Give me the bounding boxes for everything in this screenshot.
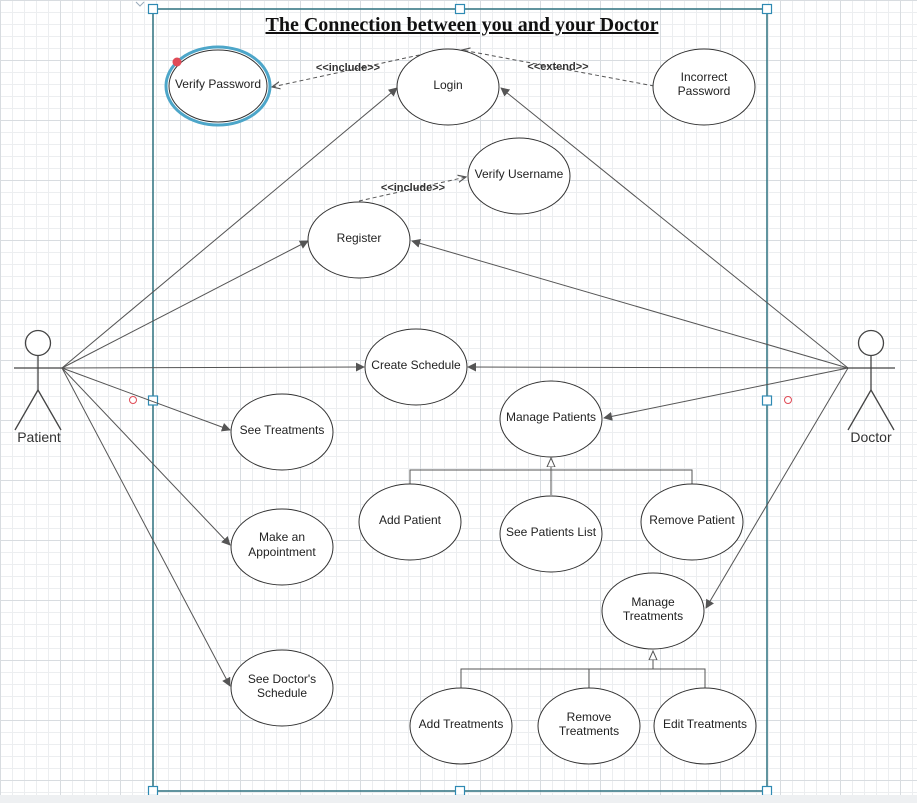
assoc-doctor-manage-treatments[interactable] (705, 367, 849, 609)
use-case-manage-patients[interactable]: Manage Patients (499, 380, 603, 458)
use-case-label-line-2: Password (678, 84, 731, 98)
use-case-register[interactable]: Register (307, 201, 411, 279)
assoc-patient-see-doctors-schedule[interactable] (61, 367, 231, 687)
selection-handles[interactable] (147, 3, 773, 796)
extend-label-incorrect: <<extend>> (527, 61, 588, 73)
actor-patient-label: Patient (17, 429, 61, 445)
connection-point-left[interactable] (129, 396, 137, 404)
anchor-icon (135, 1, 145, 7)
extend-incorrect-password-login[interactable] (462, 50, 655, 87)
assoc-patient-see-treatments[interactable] (61, 367, 231, 432)
use-case-label: Add Treatments (419, 717, 504, 731)
use-case-label: Verify Username (475, 167, 564, 181)
handle-bottom-left[interactable] (147, 785, 159, 796)
use-case-label: Login (433, 78, 462, 92)
use-case-add-treatments[interactable]: Add Treatments (409, 687, 513, 765)
use-case-label: See Patients List (506, 525, 597, 539)
use-case-label: Edit Treatments (663, 717, 747, 731)
use-case-see-doctors-schedule[interactable]: See Doctor's Schedule (230, 649, 334, 727)
use-case-label: Create Schedule (371, 358, 461, 372)
handle-top-right[interactable] (761, 3, 773, 15)
include-label-username: <<include>> (381, 182, 445, 194)
include-register-verify-username[interactable] (358, 177, 466, 202)
connection-point-right[interactable] (784, 396, 792, 404)
generalization-manage-patients (409, 458, 693, 495)
actor-patient-head (24, 329, 52, 357)
gen-edit-treatments[interactable] (653, 668, 706, 688)
diagram-title[interactable]: The Connection between you and your Doct… (266, 14, 659, 36)
handle-top-left[interactable] (147, 3, 159, 15)
use-case-label: Manage Patients (506, 410, 596, 424)
use-case-label: Make an (259, 530, 305, 544)
use-case-incorrect-password[interactable]: Incorrect Password (652, 48, 756, 126)
assoc-doctor-manage-patients[interactable] (603, 367, 849, 421)
actor-doctor-label: Doctor (850, 429, 892, 445)
use-case-label-line-2: Appointment (248, 545, 316, 559)
generalization-manage-treatments (460, 651, 706, 688)
use-case-label: Register (337, 231, 382, 245)
use-case-label-line-2: Treatments (623, 609, 683, 623)
use-case-login[interactable]: Login (396, 48, 500, 126)
use-case-edit-treatments[interactable]: Edit Treatments (653, 687, 757, 765)
use-case-remove-treatments[interactable]: Remove Treatments (537, 687, 641, 765)
handle-middle-right[interactable] (761, 395, 773, 406)
use-case-create-schedule[interactable]: Create Schedule (364, 328, 468, 406)
handle-bottom-right[interactable] (761, 785, 773, 796)
include-login-verify-password[interactable] (272, 48, 448, 87)
assoc-doctor-register[interactable] (411, 238, 849, 369)
use-case-verify-password[interactable]: Verify Password (164, 45, 272, 127)
use-case-make-appointment[interactable]: Make an Appointment (230, 508, 334, 586)
use-case-label: Incorrect (681, 70, 728, 84)
gen-add-treatments[interactable] (460, 668, 653, 688)
patient-associations (61, 87, 398, 687)
gen-remove-patient[interactable] (551, 469, 693, 484)
include-label-password: <<include>> (316, 62, 380, 74)
bottom-scrollbar-track (0, 795, 917, 803)
use-case-manage-treatments[interactable]: Manage Treatments (601, 572, 705, 650)
use-case-label: Add Patient (379, 513, 442, 527)
doctor-associations (411, 87, 849, 609)
use-case-label: See Doctor's (248, 672, 316, 686)
use-case-label: See Treatments (240, 423, 325, 437)
handle-middle-left[interactable] (147, 395, 159, 406)
error-indicator-dot[interactable] (172, 57, 182, 67)
dependency-lines (272, 48, 655, 202)
use-case-verify-username[interactable]: Verify Username (467, 137, 571, 215)
use-case-label: Manage (631, 595, 675, 609)
assoc-patient-login[interactable] (61, 87, 398, 369)
assoc-patient-register[interactable] (61, 240, 309, 369)
use-case-see-patients-list[interactable]: See Patients List (499, 495, 603, 573)
use-case-label: Remove (567, 710, 612, 724)
handle-bottom-middle[interactable] (454, 785, 466, 796)
use-case-see-treatments[interactable]: See Treatments (230, 393, 334, 471)
use-case-label: Remove Patient (649, 513, 735, 527)
gen-add-patient[interactable] (409, 469, 551, 484)
use-case-remove-patient[interactable]: Remove Patient (640, 483, 744, 561)
use-case-label-line-2: Schedule (257, 686, 307, 700)
assoc-doctor-login[interactable] (500, 87, 849, 369)
actor-doctor[interactable] (847, 329, 895, 431)
handle-top-middle[interactable] (454, 3, 466, 15)
use-case-add-patient[interactable]: Add Patient (358, 483, 462, 561)
actor-doctor-head (857, 329, 885, 357)
use-case-label-line-2: Treatments (559, 724, 619, 738)
assoc-patient-make-appointment[interactable] (61, 367, 231, 546)
use-case-label: Verify Password (175, 77, 261, 91)
actor-patient[interactable] (14, 329, 62, 431)
assoc-doctor-create-schedule[interactable] (467, 362, 849, 372)
assoc-patient-create-schedule[interactable] (61, 362, 365, 372)
